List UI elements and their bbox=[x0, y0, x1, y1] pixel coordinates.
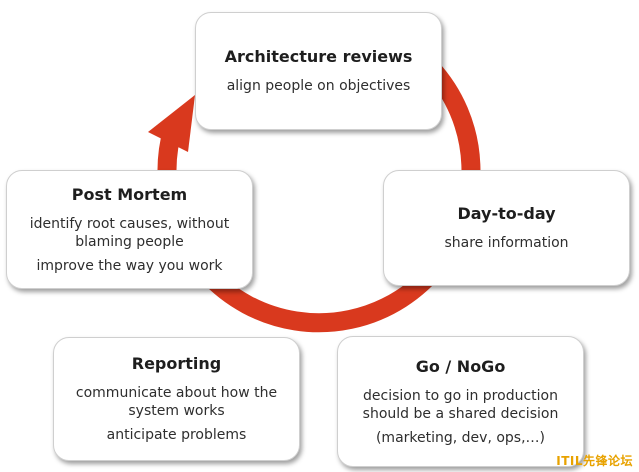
architecture-reviews-line-1: align people on objectives bbox=[226, 78, 411, 94]
architecture-reviews-box: Architecture reviews align people on obj… bbox=[195, 12, 442, 130]
reporting-line-2: system works bbox=[128, 403, 225, 419]
post-mortem-line-2: blaming people bbox=[75, 233, 184, 250]
go-nogo-line-1: decision to go in production bbox=[363, 387, 558, 404]
reporting-line-1: communicate about how the bbox=[75, 385, 278, 401]
go-nogo-line-3: (marketing, dev, ops,…) bbox=[375, 429, 546, 446]
cycle-arrowhead bbox=[148, 95, 195, 152]
go-nogo-title: Go / NoGo bbox=[415, 356, 506, 376]
post-mortem-line-1: identify root causes, without bbox=[29, 215, 230, 232]
reporting-box: Reporting communicate about how the syst… bbox=[53, 337, 300, 461]
post-mortem-line-3: improve the way you work bbox=[36, 257, 223, 274]
day-to-day-box: Day-to-day share information bbox=[383, 170, 630, 286]
architecture-reviews-title: Architecture reviews bbox=[224, 47, 413, 66]
post-mortem-box: Post Mortem identify root causes, withou… bbox=[6, 170, 253, 289]
reporting-title: Reporting bbox=[131, 354, 222, 373]
day-to-day-line-1: share information bbox=[444, 235, 569, 251]
go-nogo-box: Go / NoGo decision to go in production s… bbox=[337, 336, 584, 467]
watermark: ITIL先锋论坛 bbox=[556, 454, 633, 468]
go-nogo-line-2: should be a shared decision bbox=[362, 405, 559, 422]
day-to-day-title: Day-to-day bbox=[457, 204, 556, 223]
reporting-line-3: anticipate problems bbox=[106, 427, 247, 443]
post-mortem-title: Post Mortem bbox=[71, 184, 188, 204]
